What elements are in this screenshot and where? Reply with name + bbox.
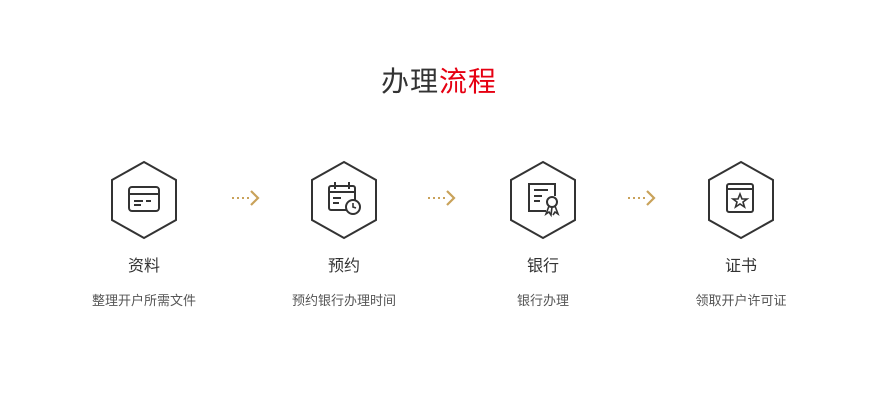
certificate-icon	[510, 160, 576, 240]
title-plain: 办理	[380, 65, 439, 98]
page-title: 办理流程	[0, 60, 878, 100]
arrow-right-icon	[628, 190, 656, 206]
step-title: 预约	[327, 256, 360, 275]
arrow-right-icon	[232, 190, 260, 206]
step-certificate: 证书 领取开户许可证	[661, 160, 821, 309]
step-desc: 领取开户许可证	[695, 294, 787, 309]
step-appointment: 预约 预约银行办理时间	[264, 160, 424, 309]
card-icon	[111, 160, 177, 240]
step-documents: 资料 整理开户所需文件	[64, 160, 224, 309]
step-desc: 整理开户所需文件	[91, 294, 196, 309]
step-desc: 银行办理	[516, 294, 569, 309]
star-book-icon	[708, 160, 774, 240]
step-desc: 预约银行办理时间	[291, 294, 396, 309]
arrow-right-icon	[428, 190, 456, 206]
step-title: 证书	[724, 256, 757, 275]
step-bank: 银行 银行办理	[463, 160, 623, 309]
step-title: 银行	[526, 256, 559, 275]
calendar-clock-icon	[311, 160, 377, 240]
step-title: 资料	[127, 256, 160, 275]
title-accent: 流程	[439, 65, 498, 98]
